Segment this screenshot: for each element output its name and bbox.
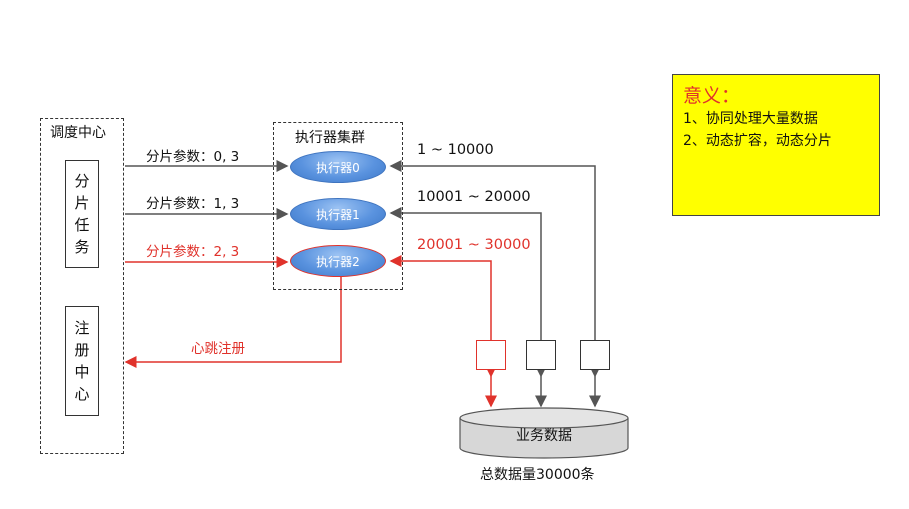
shard-param-label-2: 分片参数：2, 3 xyxy=(146,244,240,260)
database-cylinder xyxy=(459,407,629,459)
executor-0: 执行器0 xyxy=(290,151,386,183)
executor-1: 执行器1 xyxy=(290,198,386,230)
registry-char: 注 xyxy=(74,319,90,337)
data-block-1 xyxy=(526,340,556,370)
note-title: 意义： xyxy=(683,85,741,107)
shard-task-char: 片 xyxy=(74,194,90,212)
cluster-container xyxy=(273,122,403,290)
heartbeat-line xyxy=(124,276,342,368)
shard-task-box: 分 片 任 务 xyxy=(65,160,99,268)
registry-char: 心 xyxy=(74,385,90,403)
data-block-2 xyxy=(476,340,506,370)
shard-task-char: 分 xyxy=(74,172,90,190)
registry-char: 中 xyxy=(74,363,90,381)
executor-2: 执行器2 xyxy=(290,245,386,277)
range-line-1 xyxy=(389,207,542,340)
scheduler-title: 调度中心 xyxy=(50,125,106,141)
note-line: 2、动态扩容，动态分片 xyxy=(683,133,832,149)
database-total: 总数据量30000条 xyxy=(480,467,595,483)
range-line-0 xyxy=(389,160,596,340)
shard-task-char: 务 xyxy=(74,238,90,256)
scheduler-container xyxy=(40,118,124,454)
range-line-2 xyxy=(389,255,492,340)
database-label: 业务数据 xyxy=(516,428,572,444)
range-label-0: 1 ~ 10000 xyxy=(417,142,494,158)
range-label-1: 10001 ~ 20000 xyxy=(417,189,531,205)
range-label-2: 20001 ~ 30000 xyxy=(417,237,531,253)
registry-box: 注 册 中 心 xyxy=(65,306,99,416)
cluster-title: 执行器集群 xyxy=(295,130,365,146)
data-block-0 xyxy=(580,340,610,370)
registry-char: 册 xyxy=(74,341,90,359)
shard-task-char: 任 xyxy=(74,216,90,234)
shard-param-label-0: 分片参数：0, 3 xyxy=(146,149,240,165)
note-line: 1、协同处理大量数据 xyxy=(683,111,818,127)
significance-note: 意义： 1、协同处理大量数据 2、动态扩容，动态分片 xyxy=(672,74,880,216)
shard-param-label-1: 分片参数：1, 3 xyxy=(146,196,240,212)
heartbeat-label: 心跳注册 xyxy=(191,341,245,357)
